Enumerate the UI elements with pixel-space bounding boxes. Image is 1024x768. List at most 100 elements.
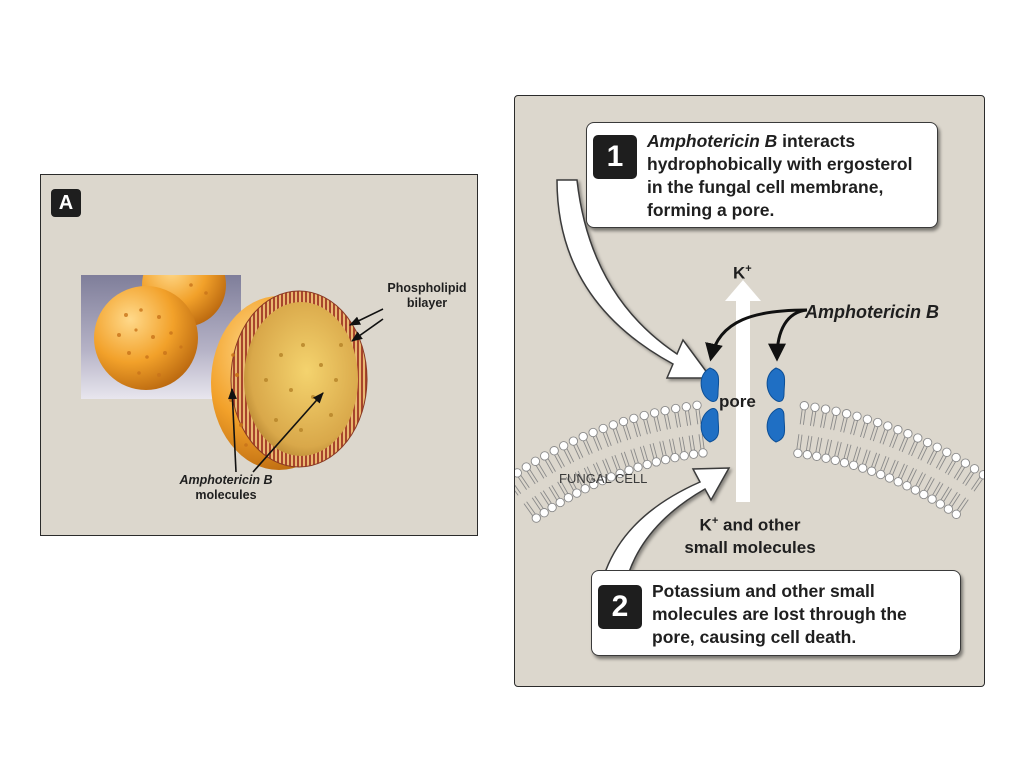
lipid-head — [580, 484, 590, 494]
lipid-head — [839, 458, 850, 468]
lipid-head — [578, 431, 588, 442]
panel-a-badge: A — [51, 189, 81, 217]
lipid-head — [799, 401, 809, 411]
lipid-head — [555, 497, 565, 508]
lipid-head — [608, 420, 618, 430]
lipid-head — [539, 508, 549, 518]
step-1-badge: 1 — [593, 135, 637, 179]
lipid-head — [849, 460, 859, 470]
lipid-head — [639, 410, 649, 421]
lipid-head — [919, 489, 929, 500]
lipid-head — [913, 433, 923, 443]
amphotericin-label-rest: molecules — [195, 488, 257, 502]
amphotericin-b-label: Amphotericin B — [805, 302, 940, 322]
lipid-head — [873, 417, 883, 428]
step-2-callout: 2 Potassium and other small molecules ar… — [591, 570, 961, 656]
lipid-head — [802, 450, 812, 460]
lipid-head — [660, 405, 670, 416]
lipid-head — [530, 456, 541, 466]
lipid-head — [521, 462, 531, 472]
lipid-head — [698, 448, 708, 458]
liposome-illustration — [81, 275, 384, 473]
lipid-head — [598, 423, 608, 434]
lipid-head — [903, 429, 913, 439]
membrane-pore-diagram — [515, 179, 984, 617]
lipid-head — [572, 488, 582, 498]
lipid-head — [649, 408, 660, 418]
lipid-head — [633, 462, 643, 472]
k-plus-bottom-label: K+ and other small molecules — [665, 510, 835, 559]
lipid-head — [531, 513, 541, 523]
step-1-description: interacts hydrophobically with ergostero… — [647, 131, 913, 220]
lipid-head — [540, 451, 550, 461]
lipid-head — [692, 400, 702, 410]
k-bottom-symbol: K — [699, 515, 712, 535]
lipid-head — [893, 477, 903, 487]
k-top-sup: + — [745, 263, 752, 275]
membrane-bilayer — [515, 400, 984, 523]
lipid-head — [679, 451, 689, 461]
step-2-text: Potassium and other small molecules are … — [652, 581, 907, 647]
lipid-head — [821, 453, 831, 463]
k-bottom-rest: and other — [718, 515, 801, 535]
lipid-head — [935, 499, 945, 509]
pointer-arrows — [228, 308, 384, 473]
lipid-head — [858, 463, 868, 473]
phospholipid-bilayer-label: Phospholipid bilayer — [387, 281, 467, 310]
lipid-head — [629, 413, 639, 424]
lipid-head — [932, 442, 942, 452]
amphotericin-arrows — [705, 308, 808, 362]
lipid-tail — [515, 490, 519, 496]
cut-liposome — [211, 290, 368, 470]
lipid-head — [951, 509, 961, 519]
lipid-head — [615, 468, 625, 479]
lipid-head — [830, 455, 840, 465]
panel-a-liposome: A — [40, 174, 478, 536]
amphotericin-molecules-label: Amphotericin B molecules — [161, 473, 291, 503]
step-1-text: Amphotericin B interacts hydrophobically… — [647, 130, 929, 222]
lipid-head — [943, 504, 954, 514]
lipid-head — [812, 451, 822, 461]
lipid-head — [660, 454, 671, 465]
lipid-head — [515, 468, 522, 478]
lipid-head — [588, 427, 598, 438]
lipid-head — [642, 459, 652, 470]
callout-1-arrow — [556, 179, 713, 379]
lipid-head — [969, 464, 980, 474]
lipid-head — [606, 472, 616, 482]
lipid-head — [589, 479, 599, 490]
k-bottom-line2: small molecules — [684, 537, 816, 557]
inset-vesicle-image — [81, 275, 241, 399]
lipid-head — [688, 449, 699, 459]
lipid-head — [549, 446, 559, 456]
lipid-head — [810, 402, 820, 412]
lipid-head — [681, 402, 691, 412]
step-1-callout: 1 Amphotericin B interacts hydrophobical… — [586, 122, 938, 228]
k-top-symbol: K — [733, 263, 746, 283]
panel-b-mechanism: 1 Amphotericin B interacts hydrophobical… — [514, 95, 985, 687]
lipid-head — [559, 441, 569, 451]
lipid-tail — [515, 484, 522, 494]
lipid-head — [942, 447, 952, 457]
lipid-head — [867, 466, 877, 476]
lipid-head — [951, 452, 961, 463]
lipid-head — [820, 404, 831, 414]
lipid-head — [876, 469, 886, 480]
lipid-head — [893, 425, 903, 435]
lipid-head — [862, 414, 873, 424]
lipid-head — [841, 409, 852, 419]
potassium-efflux-arrow — [725, 280, 761, 502]
lipid-head — [563, 493, 574, 503]
lipid-head — [910, 485, 921, 495]
step-2-badge: 2 — [598, 585, 642, 629]
lipid-head — [568, 436, 579, 446]
fungal-cell-label: FUNGAL CELL — [559, 471, 648, 486]
lipid-head — [651, 457, 661, 467]
lipid-head — [547, 502, 557, 513]
k-bottom-sup: + — [711, 515, 719, 527]
lipid-head — [618, 416, 629, 427]
amphotericin-label-italic: Amphotericin B — [179, 473, 273, 487]
k-plus-top-label: K+ — [733, 260, 752, 283]
lipid-head — [978, 470, 984, 480]
lipid-head — [793, 448, 803, 458]
